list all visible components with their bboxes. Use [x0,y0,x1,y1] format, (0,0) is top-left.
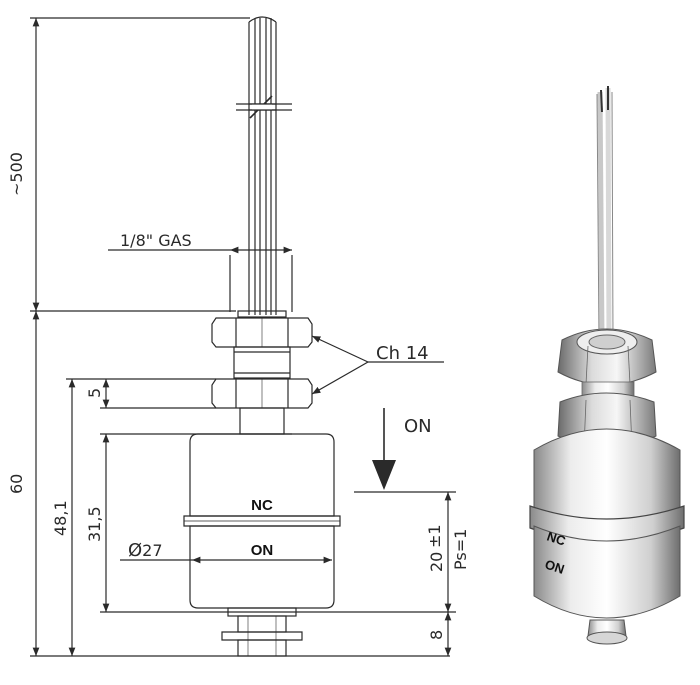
float-on-mark: ON [251,542,274,559]
float-nc-mark: NC [251,497,273,514]
nut-thickness-label: 5 [85,388,104,398]
bottom-fitting [221,607,303,657]
hex-size-leaders [311,335,444,395]
render-top-nut [557,328,657,386]
cable-break-symbol [236,95,292,119]
direction-label: ON [404,416,432,437]
overall-height-dimension [30,311,450,657]
diameter-label: Ø27 [128,540,163,561]
travel-label-group: 20 ±1 [425,524,446,572]
overall-height-label: 60 [7,474,26,494]
travel-tolerance-label: ±1 [425,524,444,548]
float-switch-3d-render [529,86,685,645]
render-bottom-fitting [586,619,628,645]
render-on-mark: ON [543,557,566,577]
render-float [529,428,685,619]
diameter-symbol: Ø [128,540,142,561]
stem [232,407,292,435]
cable-length-dimension [30,17,250,312]
thread-label: 1/8" GAS [120,231,192,250]
body-height-dimension [66,378,216,656]
nut-thickness-dimension [100,379,216,409]
top-hex-nut [211,310,313,348]
technical-drawing [30,16,456,657]
float-body [183,433,341,609]
body-height-label: 48,1 [51,500,70,536]
render-wires [596,86,614,341]
travel-label: 20 [427,552,446,572]
cable-wires [248,16,277,315]
direction-arrow [372,408,396,490]
render-nc-mark: NC [545,529,568,549]
cable-length-label: ~500 [7,152,26,196]
specific-gravity-label: Ps=1 [451,529,470,570]
float-height-dimension [100,433,456,613]
threaded-shank [233,346,291,379]
diameter-value: 27 [142,541,162,560]
travel-dimension [354,491,456,612]
float-height-label: 31,5 [85,506,104,542]
bottom-hex-nut [211,378,313,409]
hex-size-label: Ch 14 [376,343,429,364]
bottom-height-label: 8 [427,630,446,640]
